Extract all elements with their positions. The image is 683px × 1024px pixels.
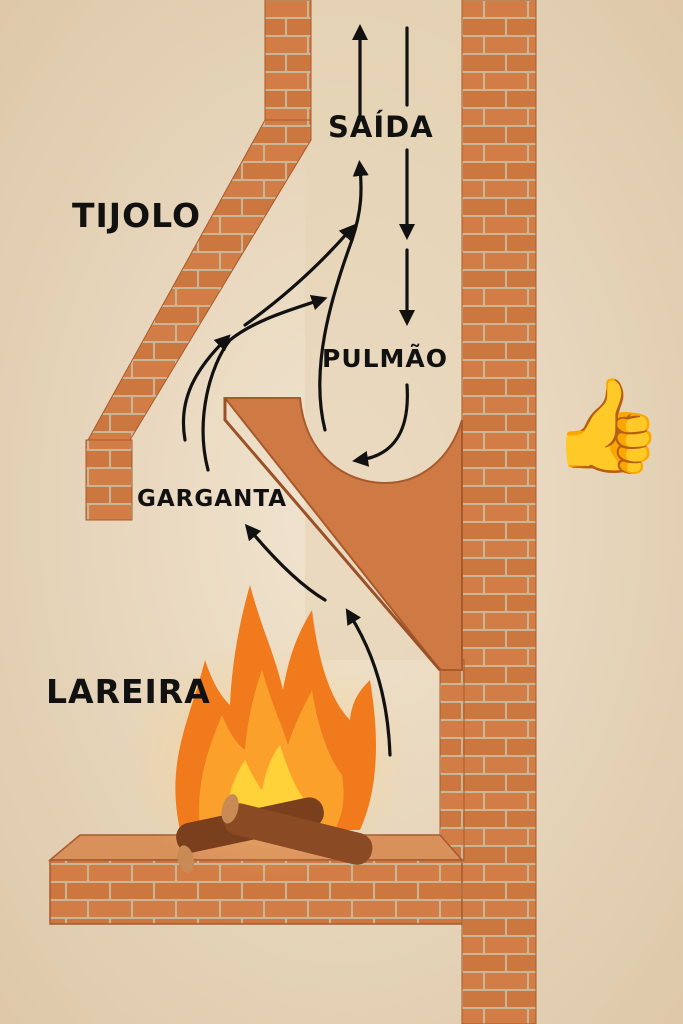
smoke-shelf (222, 397, 463, 671)
left-brick-wall-slant (87, 119, 312, 441)
arrow-throat-1 (181, 334, 231, 442)
left-brick-wall-top (264, 0, 312, 121)
arrow-fire-up (345, 608, 392, 757)
thumbs-up-icon: 👍 (550, 372, 665, 479)
label-tijolo: TIJOLO (72, 196, 202, 235)
left-brick-wall-stub (85, 439, 133, 521)
right-wall-lower-column (439, 659, 465, 861)
arrow-up-right-1 (243, 223, 356, 327)
right-brick-wall (461, 0, 537, 1024)
label-lareira: LAREIRA (46, 672, 211, 711)
arrow-garganta (244, 523, 327, 602)
label-pulmao: PULMÃO (322, 344, 449, 373)
arrow-up-center (318, 160, 369, 432)
airflow-arrows (181, 24, 415, 757)
firewood-logs (176, 794, 373, 873)
label-saida: SAÍDA (328, 110, 434, 144)
smoke-shelf-edge (223, 398, 442, 671)
label-garganta: GARGANTA (137, 486, 288, 512)
arrow-pulmao-curl (352, 383, 409, 467)
